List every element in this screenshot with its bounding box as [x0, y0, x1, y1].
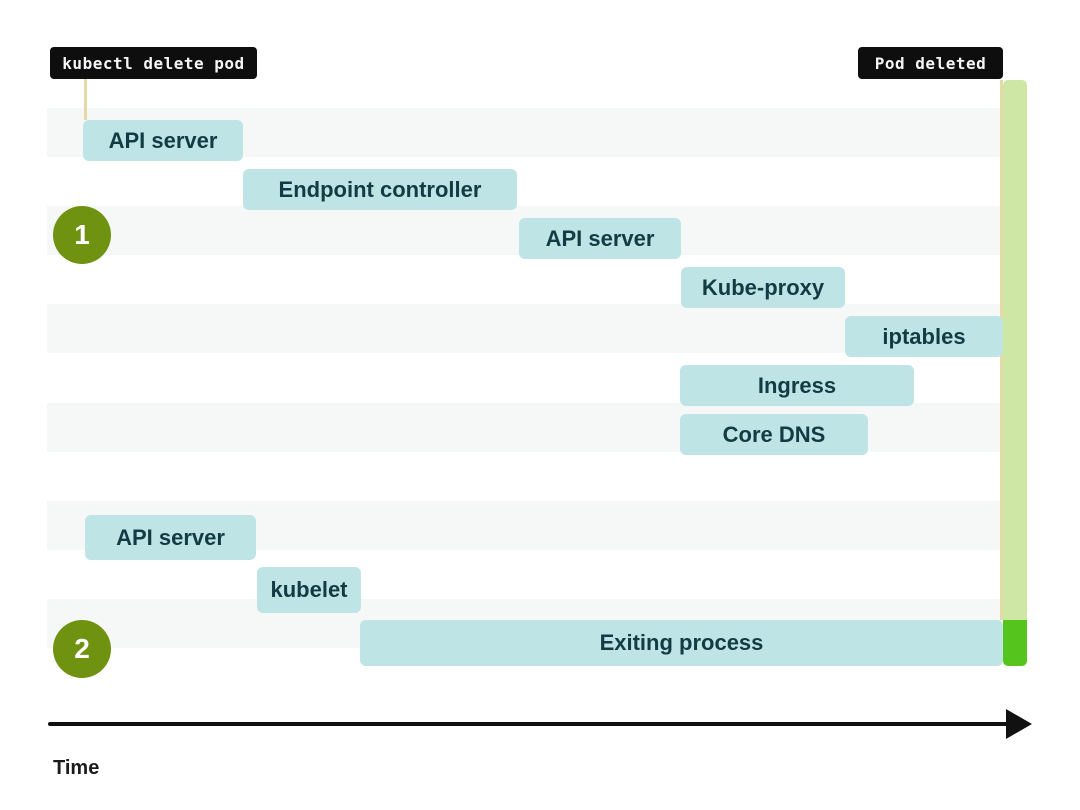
process-bar: Endpoint controller [243, 169, 517, 210]
kubectl-delete-pod-badge-label: kubectl delete pod [62, 53, 245, 73]
process-bar-label: kubelet [270, 577, 348, 602]
time-axis-line [48, 722, 1008, 726]
process-bar: API server [83, 120, 243, 161]
process-bar: iptables [845, 316, 1003, 357]
process-bar: Exiting process [360, 620, 1003, 666]
pod-deleted-end-marker [1003, 620, 1027, 666]
process-bar: kubelet [257, 567, 361, 613]
process-bar-label: API server [108, 127, 218, 153]
process-bar-label: Exiting process [599, 630, 764, 655]
pod-deleted-badge: Pod deleted [858, 47, 1003, 79]
pod-deleted-vertical-bar [1003, 80, 1027, 620]
time-axis-label: Time [53, 757, 100, 779]
process-bar-label: API server [116, 524, 225, 550]
time-axis-arrowhead-icon [1006, 709, 1032, 739]
row-stripe [47, 304, 1003, 353]
process-bar-label: Kube-proxy [701, 274, 825, 300]
phase-2-number: 2 [74, 633, 90, 664]
process-bar: Core DNS [680, 414, 868, 455]
pod-deleted-badge-label: Pod deleted [874, 53, 987, 73]
process-bar: Kube-proxy [681, 267, 845, 308]
phase-2-marker: 2 [53, 620, 111, 678]
phase-1-marker: 1 [53, 206, 111, 264]
process-bar-label: iptables [882, 323, 966, 349]
process-bar: API server [519, 218, 681, 259]
process-bar-label: Endpoint controller [278, 176, 482, 202]
process-bar-label: Core DNS [722, 421, 826, 447]
process-bar-label: Ingress [757, 372, 837, 398]
delete-command-connector-line [84, 79, 87, 120]
process-bar: API server [85, 515, 256, 560]
phase-1-number: 1 [74, 219, 90, 250]
process-bar-label: API server [545, 225, 655, 251]
kubectl-delete-pod-badge: kubectl delete pod [50, 47, 257, 79]
process-bar: Ingress [680, 365, 914, 406]
